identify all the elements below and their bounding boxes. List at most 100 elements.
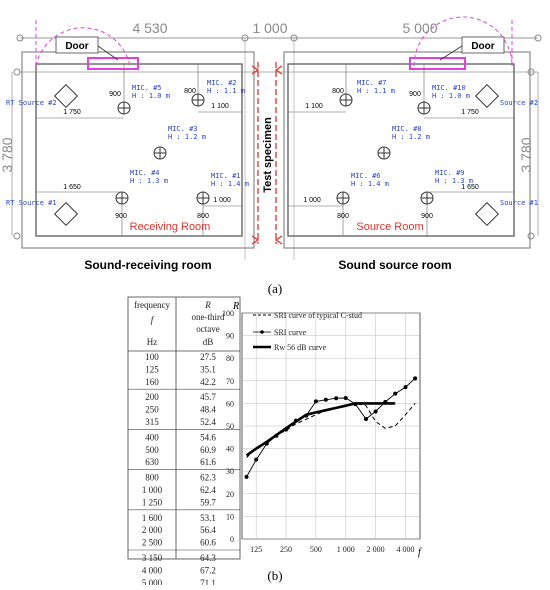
y-tick-label: 80 bbox=[226, 354, 234, 363]
table-freq-cell: 1 000 bbox=[142, 485, 163, 495]
x-tick-label: 4 000 bbox=[397, 545, 415, 554]
table-freq-cell: 125 bbox=[145, 364, 159, 374]
table-value-cell: 27.5 bbox=[200, 352, 216, 362]
y-tick-label: 50 bbox=[226, 422, 234, 431]
source-marker-left-top bbox=[53, 83, 79, 109]
x-tick-label: 500 bbox=[310, 545, 322, 554]
mic-l4-height: H : 1.3 m bbox=[130, 177, 168, 185]
legend-rw56: Rw 56 dB curve bbox=[274, 343, 327, 352]
y-tick-label: 100 bbox=[222, 309, 234, 318]
chart-legend: SRI curve of typical C-stud SRI curve Rw… bbox=[253, 311, 362, 352]
dim-left-side: 3 780 bbox=[0, 137, 15, 172]
legend-typical-cstud: SRI curve of typical C-stud bbox=[274, 311, 362, 320]
x-tick-label: 250 bbox=[280, 545, 292, 554]
left-dim-800-bottom: 800 bbox=[197, 213, 209, 220]
dim-right-side: 3 780 bbox=[518, 137, 534, 172]
subfigure-b-label: (b) bbox=[267, 568, 282, 583]
sri-data-point bbox=[254, 457, 259, 462]
right-dim-800-bottom: 800 bbox=[337, 213, 349, 220]
mic-r9-name: MIC. #9 bbox=[435, 169, 465, 177]
table-header-one-third: one-third bbox=[192, 312, 225, 322]
sri-data-point bbox=[393, 391, 398, 396]
table-value-cell: 48.4 bbox=[200, 405, 216, 415]
table-value-cell: 61.6 bbox=[200, 457, 216, 467]
source-1-label: Source #1 bbox=[500, 199, 538, 207]
table-value-cell: 67.2 bbox=[200, 565, 216, 575]
left-dim-900-top: 900 bbox=[109, 91, 121, 98]
table-header-frequency: frequency bbox=[134, 300, 170, 310]
table-header-octave: octave bbox=[196, 324, 219, 334]
table-header-f: f bbox=[151, 315, 155, 325]
mic-marker-l3 bbox=[153, 146, 167, 160]
table-freq-cell: 4 000 bbox=[142, 565, 163, 575]
mic-marker-r6 bbox=[336, 191, 350, 205]
table-value-cell: 59.7 bbox=[200, 497, 216, 507]
right-dim-900-bottom: 900 bbox=[421, 213, 433, 220]
receiving-room-caption: Sound-receiving room bbox=[84, 258, 211, 272]
sri-data-point bbox=[373, 409, 378, 414]
y-tick-label: 90 bbox=[226, 332, 234, 341]
table-header-db: dB bbox=[203, 337, 214, 347]
table-freq-cell: 800 bbox=[145, 473, 159, 483]
mic-l3-height: H : 1.2 m bbox=[168, 133, 206, 141]
x-tick-label: 2 000 bbox=[367, 545, 385, 554]
table-value-cell: 35.1 bbox=[200, 364, 216, 374]
series-line-typical-cstud bbox=[246, 402, 416, 458]
x-tick-label: 1 000 bbox=[337, 545, 355, 554]
right-dim-900-top: 900 bbox=[409, 91, 421, 98]
left-dim-800-top: 800 bbox=[184, 88, 196, 95]
y-tick-label: 10 bbox=[226, 512, 234, 521]
left-dim-1000: 1 000 bbox=[213, 197, 231, 204]
sri-data-point bbox=[334, 396, 339, 401]
floor-plan: 4 530 1 000 5 000 3 780 3 780 Door Door bbox=[0, 16, 542, 296]
table-freq-cell: 250 bbox=[145, 405, 159, 415]
table-value-cell: 62.4 bbox=[200, 485, 216, 495]
mic-l4-name: MIC. #4 bbox=[130, 169, 160, 177]
mic-l1-name: MIC. #1 bbox=[211, 172, 241, 180]
table-freq-cell: 1 600 bbox=[142, 513, 163, 523]
rt-source-1-label: RT Source #1 bbox=[6, 199, 57, 207]
mic-r7-height: H : 1.1 m bbox=[357, 87, 395, 95]
table-value-cell: 54.6 bbox=[200, 432, 216, 442]
table-freq-cell: 200 bbox=[145, 392, 159, 402]
table-value-cell: 56.4 bbox=[200, 525, 216, 535]
mic-marker-r8 bbox=[377, 146, 391, 160]
legend-sri-curve: SRI curve bbox=[274, 328, 307, 337]
table-freq-cell: 500 bbox=[145, 445, 159, 455]
mic-r6-height: H : 1.4 m bbox=[351, 180, 389, 188]
specimen-label: Test specimen bbox=[262, 117, 274, 193]
y-tick-label: 0 bbox=[230, 535, 234, 544]
mic-marker-r7 bbox=[339, 93, 353, 107]
table-header-hz: Hz bbox=[147, 337, 158, 347]
table-freq-cell: 2 500 bbox=[142, 538, 163, 548]
source-room-label: Source Room bbox=[356, 221, 423, 233]
y-tick-label: 20 bbox=[226, 490, 234, 499]
source-room-caption: Sound source room bbox=[338, 258, 451, 272]
sri-data-point bbox=[403, 385, 408, 390]
table-freq-cell: 3 150 bbox=[142, 553, 163, 563]
mic-marker-l4 bbox=[115, 191, 129, 205]
x-tick-label: 125 bbox=[250, 545, 262, 554]
dim-top-middle: 1 000 bbox=[252, 20, 287, 36]
source-marker-right-bottom bbox=[474, 201, 500, 227]
left-dim-1750: 1 750 bbox=[63, 109, 81, 116]
table-value-cell: 62.3 bbox=[200, 473, 216, 483]
sri-data-point bbox=[244, 474, 249, 479]
y-tick-label: 70 bbox=[226, 377, 234, 386]
table-value-cell: 52.4 bbox=[200, 417, 216, 427]
sri-data-point bbox=[364, 416, 369, 421]
data-table: frequency f Hz R one-third octave dB 100… bbox=[127, 296, 241, 588]
right-dim-1100: 1 100 bbox=[305, 103, 323, 110]
right-dim-1000: 1 000 bbox=[303, 197, 321, 204]
mic-r6-name: MIC. #6 bbox=[351, 172, 381, 180]
mic-r8-height: H : 1.2 m bbox=[392, 133, 430, 141]
subfigure-a-label: (a) bbox=[268, 281, 282, 296]
table-value-cell: 60.9 bbox=[200, 445, 216, 455]
series-line-rw56 bbox=[245, 402, 396, 457]
source-marker-right-top bbox=[474, 83, 500, 109]
mic-l5-name: MIC. #5 bbox=[132, 84, 162, 92]
